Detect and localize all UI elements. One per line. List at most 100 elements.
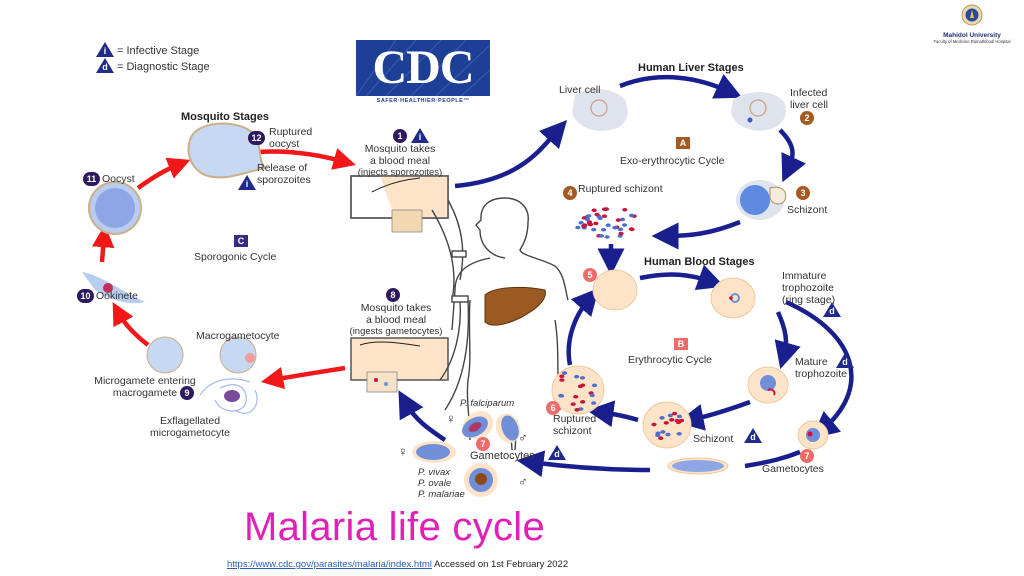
merozoite-dot xyxy=(591,383,598,388)
diagnostic-stage-icon: d xyxy=(96,58,114,73)
mahidol-seal-icon xyxy=(961,4,983,26)
ruptured-liver-schizont xyxy=(575,207,637,239)
microgamete-cell xyxy=(146,336,184,374)
stage-1-infective-icon: i xyxy=(411,128,429,143)
merozoite-dot xyxy=(591,401,597,405)
arrow-ring-to-mature xyxy=(774,311,801,369)
institution-name: Mahidol University xyxy=(943,32,1001,39)
human-cycle-arrows xyxy=(398,74,854,478)
merozoite-dot xyxy=(579,376,586,380)
stage-11-number: 11 xyxy=(83,172,100,186)
merozoite-dot xyxy=(559,374,565,379)
mosquito-box-8 xyxy=(350,337,449,393)
stage-12-number: 12 xyxy=(248,131,265,145)
oocyst-cell xyxy=(88,181,142,235)
stage-9-number: 9 xyxy=(180,386,194,400)
merozoite-dot xyxy=(594,212,600,217)
male-symbol-falciparum: ♂ xyxy=(518,430,528,445)
arrow-oocyst-to-ruptured xyxy=(136,157,191,190)
exflagellated-cell xyxy=(199,378,258,414)
female-symbol-vivax: ♀ xyxy=(398,444,408,459)
merozoite-dot xyxy=(665,432,671,437)
cdc-logo-text: CDC xyxy=(372,41,475,94)
merozoite-dot xyxy=(574,374,580,379)
merozoite-dot xyxy=(605,223,611,228)
exo-erythrocytic-label: Exo-erythrocytic Cycle xyxy=(620,155,725,167)
stage-3-number: 3 xyxy=(796,186,810,200)
merozoite-dot xyxy=(601,227,607,232)
faculty-name: Faculty of Medicine Ramathibodi Hospital xyxy=(933,39,1011,44)
slide-title: Malaria life cycle xyxy=(244,505,546,549)
rbc-stage-5 xyxy=(592,269,638,311)
ruptured-oocyst-cell xyxy=(187,122,267,179)
stage-6-number: 6 xyxy=(546,401,560,415)
merozoite-dot xyxy=(669,418,675,422)
merozoite-dot xyxy=(671,411,678,416)
merozoite-dot xyxy=(658,436,664,441)
merozoite-dot xyxy=(575,225,581,230)
merozoite-dot xyxy=(618,231,624,236)
ring-diagnostic-icon: d xyxy=(823,302,841,317)
merozoite-dot xyxy=(667,413,673,418)
vivax-male xyxy=(464,463,498,497)
arrow-infected-to-schizont xyxy=(778,128,806,183)
merozoite-dot xyxy=(584,217,591,222)
merozoite-dot xyxy=(574,408,580,412)
merozoite-dot xyxy=(601,214,608,218)
stage-2-number: 2 xyxy=(800,111,814,125)
merozoite-dot xyxy=(615,218,621,222)
vivax-female xyxy=(412,441,456,463)
merozoite-dot xyxy=(676,431,682,436)
merozoite-dot xyxy=(604,235,610,239)
stage-5-number: 5 xyxy=(583,268,597,282)
erythrocytic-letter: B xyxy=(674,338,688,350)
sporogonic-cycle-label: Sporogonic Cycle xyxy=(194,251,277,263)
merozoite-dot xyxy=(612,225,618,230)
merozoite-dot xyxy=(559,378,565,382)
merozoite-dot xyxy=(578,220,584,225)
stage-11-label: Oocyst xyxy=(102,173,135,185)
stage-4-label: Ruptured schizont xyxy=(578,183,663,195)
mature-diagnostic-icon: d xyxy=(836,353,854,368)
release-infective-icon: i xyxy=(238,175,256,190)
source-citation: https://www.cdc.gov/parasites/malaria/in… xyxy=(227,559,568,570)
falciparum-male xyxy=(495,413,521,443)
arrow-gametocytes-to-mosquito xyxy=(398,390,447,442)
merozoite-dot xyxy=(655,433,661,438)
elongated-gametocyte xyxy=(667,457,729,475)
merozoite-dot xyxy=(558,394,565,398)
blood-stages-heading: Human Blood Stages xyxy=(644,256,755,268)
sporogonic-cycle-letter: C xyxy=(234,235,248,247)
cdc-source-link[interactable]: https://www.cdc.gov/parasites/malaria/in… xyxy=(227,559,432,570)
merozoite-dot xyxy=(593,221,599,226)
merozoite-dot xyxy=(659,416,665,420)
infective-stage-icon: i xyxy=(96,42,114,57)
stage-3-label: Schizont xyxy=(787,204,828,216)
merozoite-dot xyxy=(622,207,628,212)
merozoite-dot xyxy=(629,213,635,218)
merozoite-dot xyxy=(629,227,635,232)
stage-7-right-number: 7 xyxy=(800,449,814,463)
stage-7-left-number: 7 xyxy=(476,437,490,451)
merozoite-dot xyxy=(651,422,657,427)
merozoite-dot xyxy=(586,214,592,218)
merozoite-dot xyxy=(580,383,586,388)
merozoite-dot xyxy=(678,418,685,423)
macrogametocyte-label: Macrogametocyte xyxy=(196,330,280,342)
schizont-diagnostic-icon: d xyxy=(744,428,762,443)
arrow-ookinete-to-oocyst xyxy=(91,224,115,263)
arrow-schizont-to-ruptured-blood xyxy=(586,400,639,428)
merozoite-dot xyxy=(591,227,597,232)
liver-cell-label: Liver cell xyxy=(559,84,601,96)
ruptured-blood-schizont xyxy=(551,365,605,415)
arrow-ruptured-to-rbc-loop xyxy=(566,287,599,366)
liver-cell xyxy=(572,88,628,131)
